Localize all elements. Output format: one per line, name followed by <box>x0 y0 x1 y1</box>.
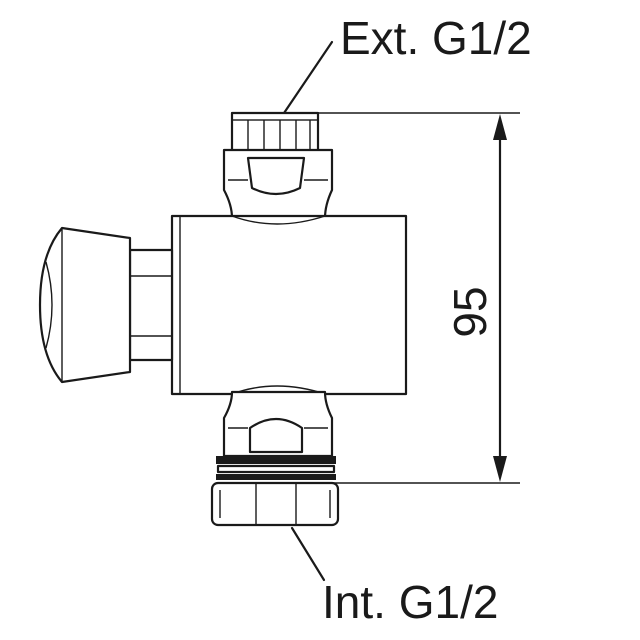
bottom-connection-label: Int. G1/2 <box>322 576 498 628</box>
upper-collar <box>222 148 334 220</box>
height-dimension-label: 95 <box>444 286 496 337</box>
bottom-hex-nut <box>210 481 340 527</box>
bottom-leader-line <box>290 526 326 582</box>
push-button <box>38 226 174 384</box>
height-dimension-line <box>493 114 507 482</box>
top-connection-label: Ext. G1/2 <box>340 12 532 64</box>
sealing-rings <box>216 456 336 480</box>
dimension-extension-lines <box>310 112 520 484</box>
valve-body <box>170 214 408 396</box>
top-leader-line <box>280 40 334 118</box>
top-threaded-connector <box>230 111 320 153</box>
lower-collar <box>222 390 334 458</box>
